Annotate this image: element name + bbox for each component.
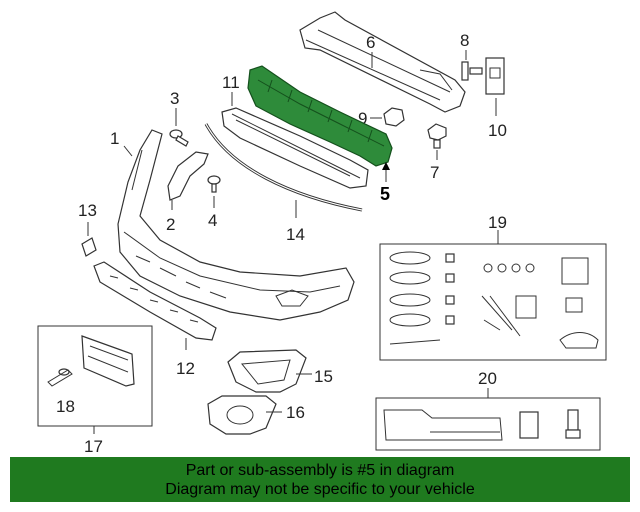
fog-bezel-15[interactable] <box>227 349 307 393</box>
screw-4[interactable] <box>207 175 221 193</box>
trim-strip-14[interactable] <box>204 123 363 212</box>
upper-grille-11[interactable] <box>221 107 369 189</box>
parts-diagram: 6 8 10 9 7 5 11 14 <box>37 11 607 456</box>
callout-17: 17 <box>84 437 103 456</box>
callout-14: 14 <box>286 225 305 244</box>
callout-11: 11 <box>222 73 240 92</box>
callout-19: 19 <box>488 213 507 232</box>
callout-5: 5 <box>380 184 390 204</box>
callout-9: 9 <box>358 109 367 128</box>
callout-18: 18 <box>56 397 75 416</box>
push-pin-8[interactable] <box>461 61 483 81</box>
clip-13[interactable] <box>81 237 97 257</box>
callout-6: 6 <box>366 33 375 52</box>
bolt-7[interactable] <box>427 123 447 149</box>
part-info-banner: Part or sub-assembly is #5 in diagram Di… <box>10 457 630 502</box>
wire-harness-group <box>389 251 455 345</box>
fog-cover-16[interactable] <box>207 395 277 435</box>
callout-3: 3 <box>170 89 179 108</box>
callout-1: 1 <box>110 129 119 148</box>
callout-1-leader <box>123 145 133 157</box>
callout-12: 12 <box>176 359 195 378</box>
callout-8: 8 <box>460 31 469 50</box>
reinforcement-beam[interactable] <box>299 11 466 113</box>
kit-17-box[interactable] <box>37 325 153 427</box>
callout-4: 4 <box>208 211 217 230</box>
wiring-kit-19[interactable] <box>379 243 607 361</box>
callout-7: 7 <box>430 163 439 182</box>
callout-13: 13 <box>78 201 97 220</box>
grommets-group <box>483 263 535 273</box>
energy-absorber-highlighted[interactable] <box>247 65 393 167</box>
callout-15: 15 <box>314 367 333 386</box>
bolt-3[interactable] <box>169 129 189 147</box>
banner-line-2: Diagram may not be specific to your vehi… <box>165 481 475 498</box>
nut-9[interactable] <box>383 107 405 127</box>
banner-line-1: Part or sub-assembly is #5 in diagram <box>185 462 455 479</box>
sensor-kit-20[interactable] <box>375 397 601 451</box>
lower-valance-12[interactable] <box>93 261 217 341</box>
bumper-cover-1[interactable] <box>117 129 355 321</box>
callout-10: 10 <box>488 121 507 140</box>
absorber-body <box>247 65 393 167</box>
side-bracket-2[interactable] <box>167 151 209 201</box>
callout-16: 16 <box>286 403 305 422</box>
callout-20: 20 <box>478 369 497 388</box>
plate-10[interactable] <box>485 57 505 95</box>
callout-2: 2 <box>166 215 175 234</box>
